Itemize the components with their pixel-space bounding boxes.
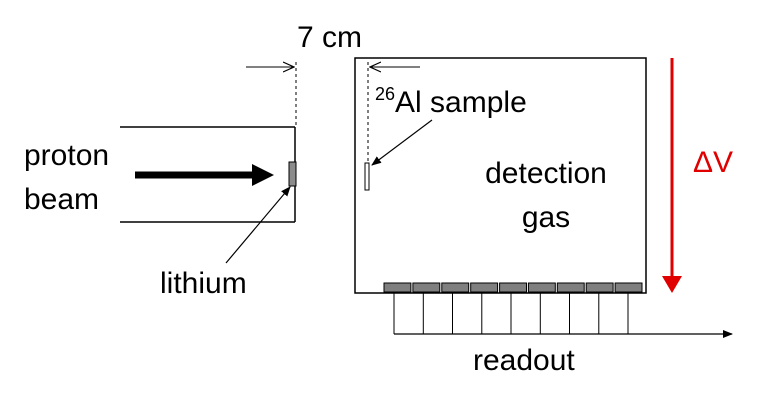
detection-gas-line2: gas [522, 201, 570, 234]
sample-label: 26Al sample [375, 84, 527, 119]
readout-pad [556, 282, 585, 293]
readout-pad [470, 282, 499, 293]
lithium-pointer-arrow [225, 186, 291, 264]
readout-pad [383, 282, 412, 293]
readout-pad [499, 282, 528, 293]
al-sample [364, 162, 370, 191]
detection-gas-line1: detection [485, 157, 607, 190]
readout-wire-array [393, 292, 629, 334]
readout-pad [527, 282, 556, 293]
proton-label-line1: proton [24, 139, 109, 172]
readout-pad-array [383, 282, 643, 293]
readout-pad [441, 282, 470, 293]
detector-chamber [354, 57, 647, 294]
readout-label: readout [473, 344, 575, 377]
lithium-label: lithium [160, 267, 247, 300]
voltage-arrow [662, 58, 682, 293]
distance-label: 7 cm [297, 21, 362, 54]
sample-isotope-superscript: 26 [375, 84, 395, 104]
proton-label-line2: beam [24, 183, 99, 216]
readout-pad [614, 282, 643, 293]
readout-pad [585, 282, 614, 293]
voltage-label: ΔV [693, 146, 733, 179]
lithium-target [288, 161, 297, 187]
proton-beam-arrow [135, 164, 274, 186]
sample-pointer-arrow [371, 119, 433, 166]
readout-pad [412, 282, 441, 293]
sample-name: Al sample [395, 86, 527, 119]
